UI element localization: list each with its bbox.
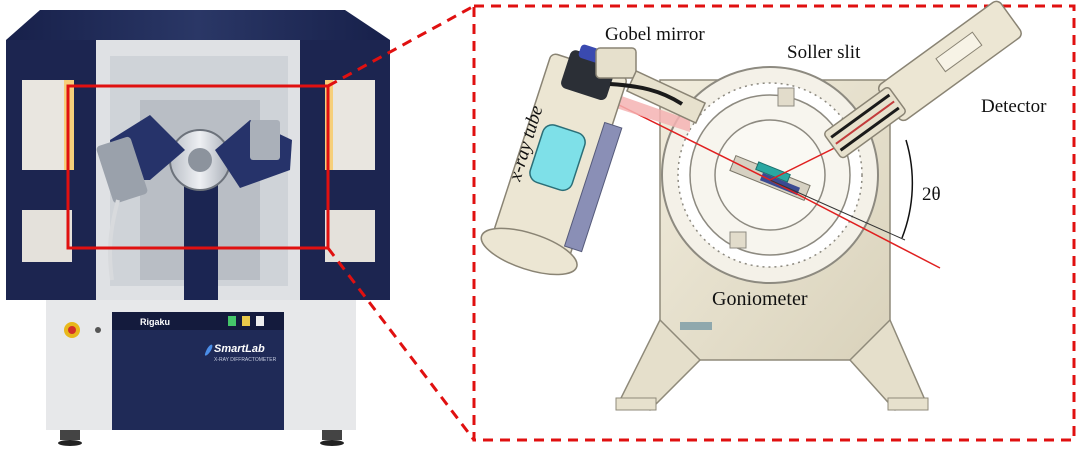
brand-logo: Rigaku: [140, 317, 170, 327]
emergency-stop-core: [68, 326, 76, 334]
label-detector: Detector: [981, 96, 1047, 117]
label-gobel-mirror: Gobel mirror: [605, 24, 705, 45]
transmitted-beam: [769, 179, 941, 269]
status-light-green: [228, 316, 236, 326]
cable-photo: [108, 199, 120, 281]
goniometer-core-photo: [188, 148, 212, 172]
smartlab-swoosh-icon: [204, 344, 213, 356]
left-window-upper: [22, 80, 72, 170]
left-window-lower: [22, 210, 72, 262]
tube-base: [480, 227, 578, 276]
status-light-white: [256, 316, 264, 326]
key-switch: [95, 327, 101, 333]
sample-holder: [755, 161, 791, 183]
soller-plate-1: [830, 93, 891, 139]
soller-plate-2: [835, 100, 895, 145]
stand-foot-right: [887, 397, 929, 411]
model-subtitle: X-RAY DIFFRACTOMETER: [214, 357, 277, 363]
detector-slot: [935, 31, 983, 73]
stand-foot-left: [615, 397, 657, 411]
goniometer-schematic: [480, 0, 1022, 411]
top-clamp: [777, 87, 795, 107]
beam-fan: [610, 92, 690, 132]
gobel-mirror-housing: [595, 47, 637, 79]
tube-housing-photo: [96, 136, 148, 204]
model-logo: SmartLab: [214, 343, 265, 355]
tube-window: [529, 124, 586, 192]
status-light-yellow: [242, 316, 250, 326]
two-theta-arc: [901, 139, 914, 239]
mirror-cables: [609, 82, 684, 106]
foot-right-pad: [320, 440, 344, 446]
label-soller-slit: Soller slit: [787, 42, 861, 63]
tube-side-electronics: [563, 121, 623, 253]
right-window-upper: [325, 80, 375, 170]
highlight-box: [66, 84, 330, 250]
goniometer-column-photo: [184, 170, 218, 300]
reference-line: [769, 179, 906, 241]
bottom-clamp: [729, 231, 747, 249]
foot-left-pad: [58, 440, 82, 446]
connector-line-bottom: [326, 247, 476, 441]
connector-line-top: [327, 4, 475, 88]
foot-left: [60, 430, 80, 440]
label-goniometer: Goniometer: [712, 288, 808, 310]
name-plate: [680, 322, 712, 330]
xrd-machine-photo: Rigaku SmartLab X-RAY DIFFRACTOMETER: [6, 10, 390, 446]
xray-tube-assembly: [480, 44, 627, 276]
detector-assembly: [824, 0, 1022, 159]
base-front-panel: [112, 312, 284, 430]
foot-right: [322, 430, 342, 440]
brand-strip: [112, 312, 284, 330]
detector-housing-photo: [250, 120, 280, 160]
soller-plate-3: [839, 106, 900, 152]
label-two-theta: 2θ: [922, 184, 941, 205]
